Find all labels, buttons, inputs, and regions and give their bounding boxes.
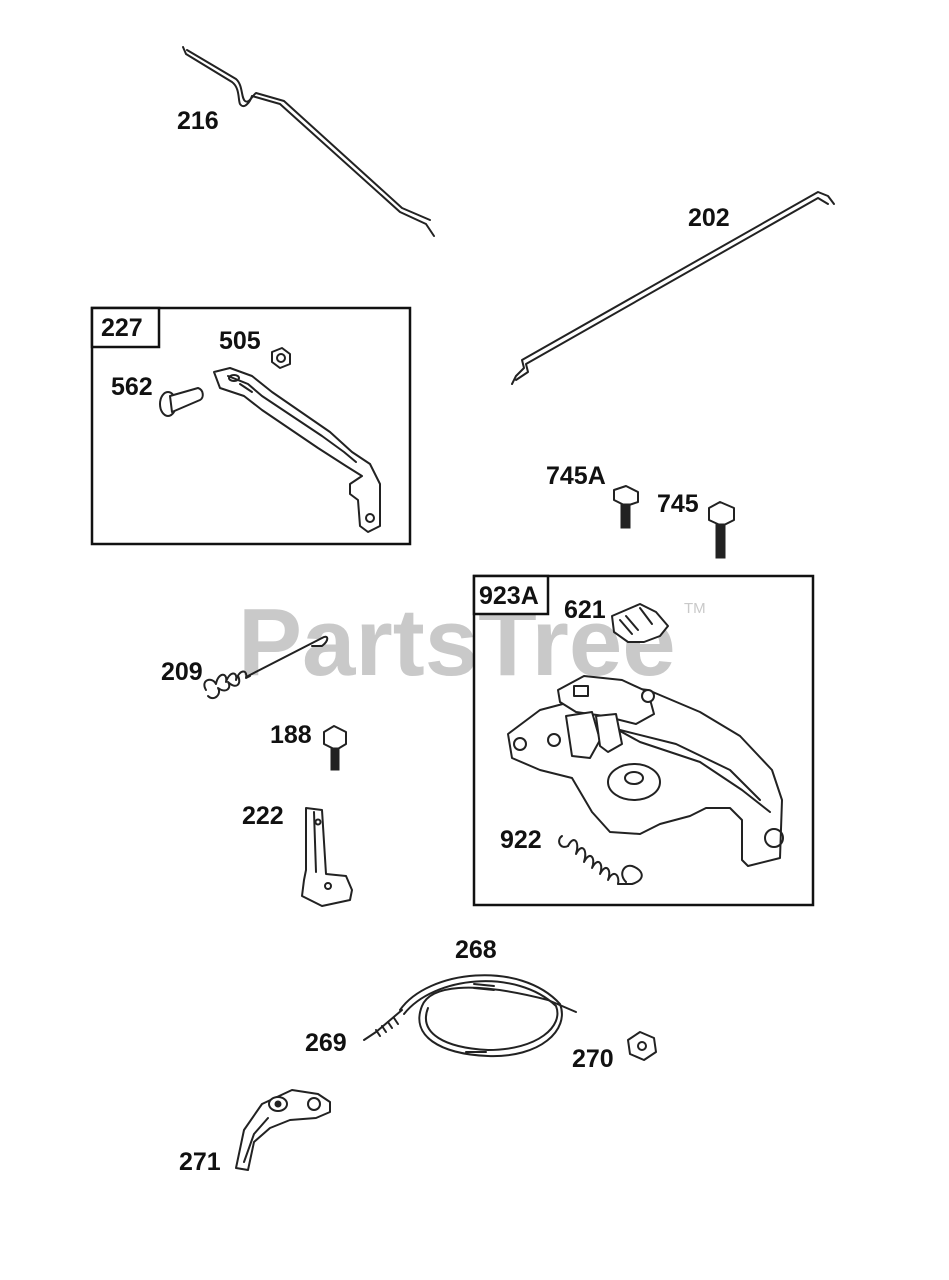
part-923a-bracket[interactable] [507,675,784,867]
part-222-bracket[interactable] [301,807,353,907]
part-227-lever[interactable] [213,367,381,533]
part-202-rod[interactable] [511,191,835,385]
callout-269[interactable]: 269 [305,1029,347,1057]
part-562-pin[interactable] [159,387,204,417]
callout-505[interactable]: 505 [219,327,261,355]
part-216-rod[interactable] [182,46,435,237]
callout-202[interactable]: 202 [688,204,730,232]
callout-922[interactable]: 922 [500,826,542,854]
kit-box-923a [472,574,815,907]
callout-745[interactable]: 745 [657,490,699,518]
callout-270[interactable]: 270 [572,1045,614,1073]
callout-271[interactable]: 271 [179,1148,221,1176]
part-269-cable-end[interactable] [363,1009,403,1041]
part-505-nut[interactable] [271,347,291,369]
callout-209[interactable]: 209 [161,658,203,686]
part-209-spring[interactable] [203,635,329,700]
callout-621[interactable]: 621 [564,596,606,624]
callout-216[interactable]: 216 [177,107,219,135]
callout-268[interactable]: 268 [455,936,497,964]
part-745a-bolt[interactable] [613,485,639,529]
callout-923a[interactable]: 923A [479,582,539,610]
kit-box-227 [90,306,412,546]
watermark-trademark: TM [684,600,706,617]
part-745-bolt[interactable] [708,501,735,559]
part-268-cable[interactable] [399,974,577,1058]
callout-188[interactable]: 188 [270,721,312,749]
part-922-spring[interactable] [558,835,643,885]
part-621-switch[interactable] [611,603,669,643]
part-271-lever[interactable] [235,1089,331,1171]
part-270-nut[interactable] [627,1031,657,1061]
callout-745a[interactable]: 745A [546,462,606,490]
callout-222[interactable]: 222 [242,802,284,830]
callout-227[interactable]: 227 [101,314,143,342]
part-188-bolt[interactable] [323,725,347,771]
callout-562[interactable]: 562 [111,373,153,401]
